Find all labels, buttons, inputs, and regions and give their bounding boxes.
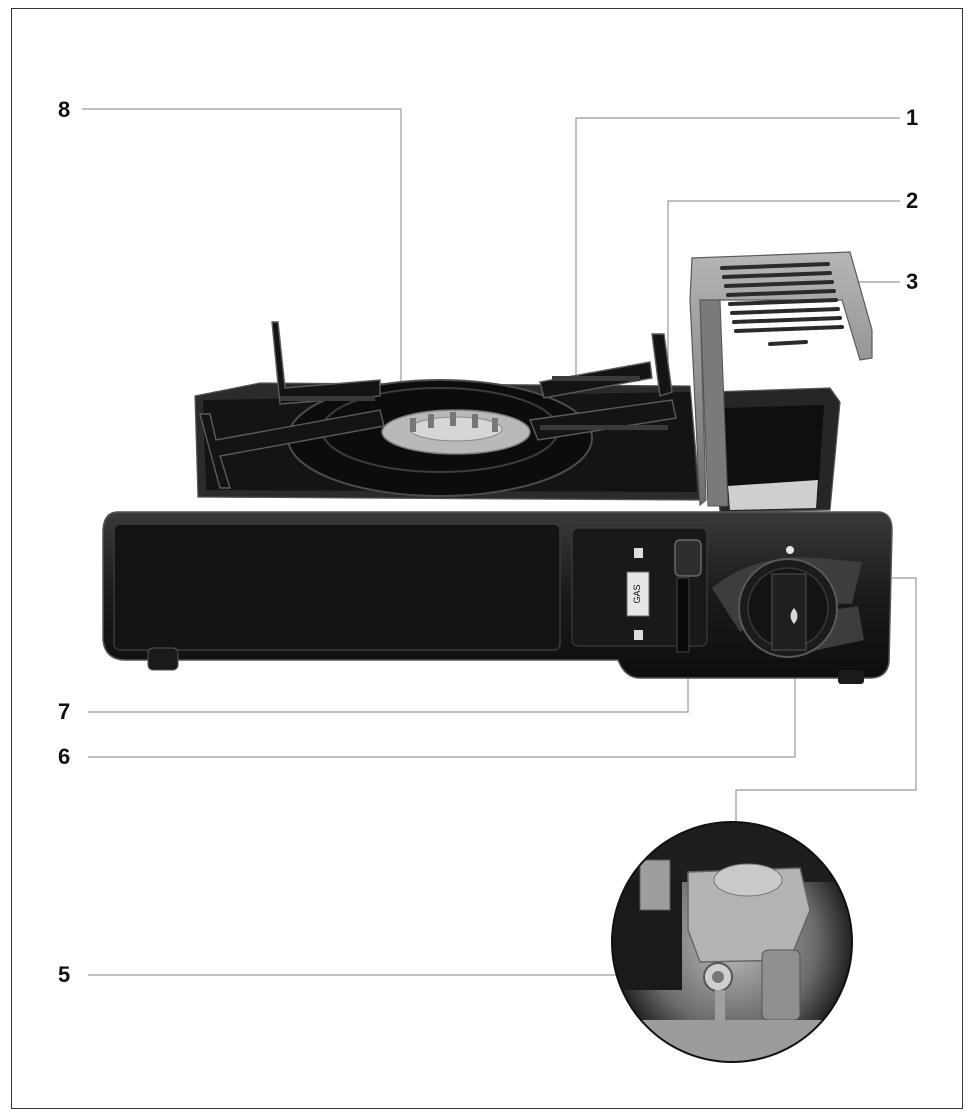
detail-magnifier-border [611, 821, 853, 1063]
callout-2: 2 [906, 188, 919, 213]
callout-1: 1 [906, 105, 919, 130]
detail-magnifier [612, 822, 852, 1062]
callout-8: 8 [58, 97, 71, 122]
pot-support-teeth [280, 376, 668, 430]
leader-line-2 [667, 200, 900, 378]
callout-3: 3 [906, 269, 919, 294]
callout-6: 6 [58, 744, 71, 769]
leader-line-detail [735, 577, 917, 822]
diagram-frame [11, 8, 963, 1109]
callout-7: 7 [58, 699, 71, 724]
control-knob [712, 546, 864, 658]
callout-5: 5 [58, 962, 71, 987]
leader-line-8 [82, 108, 402, 426]
gas-label: GAS [632, 584, 642, 603]
windshield [689, 251, 873, 507]
cartridge-lever: GAS [626, 539, 702, 653]
burner [287, 379, 593, 497]
leader-line-1 [575, 117, 900, 375]
